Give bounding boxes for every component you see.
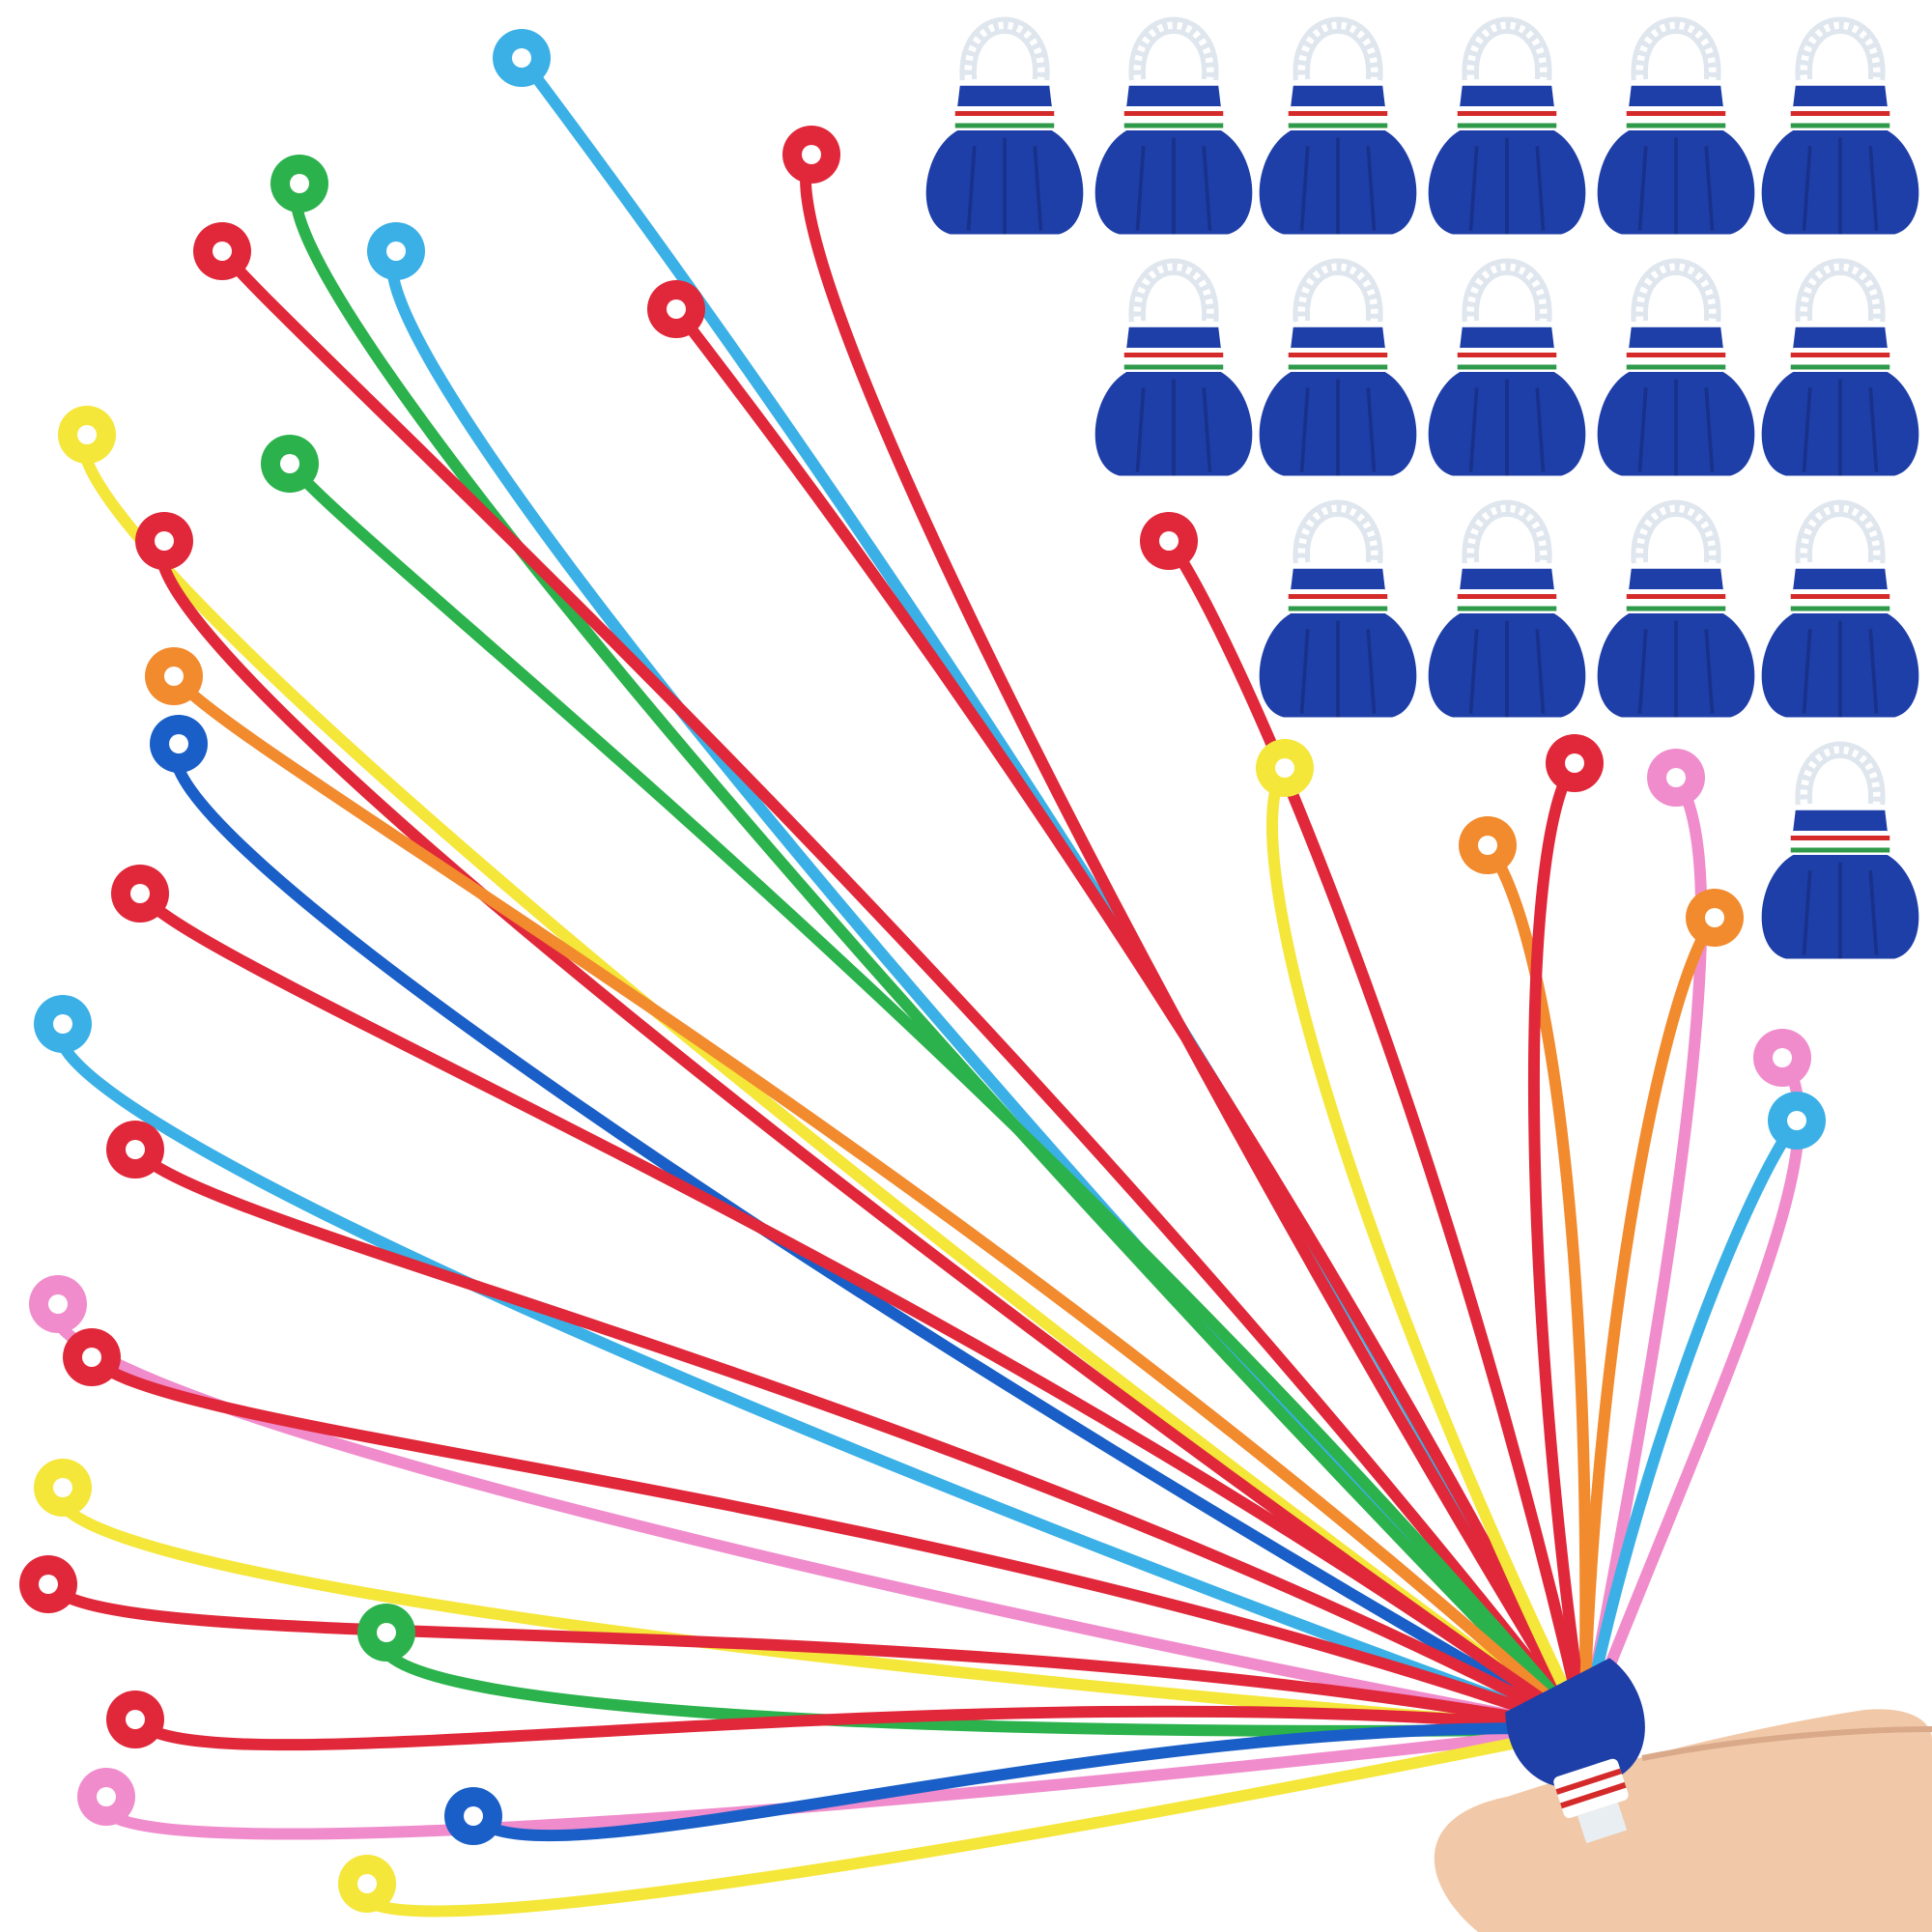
streamer-roll-core <box>48 1294 68 1314</box>
streamer-ribbon <box>97 1723 1590 1840</box>
streamer-popper <box>1260 267 1417 475</box>
streamer-ribbon <box>155 535 1590 1735</box>
streamer-popper <box>1429 508 1586 717</box>
hand-with-popper <box>1434 1658 1932 1932</box>
streamer-ribbon <box>134 888 1590 1735</box>
streamer-roll-core <box>130 884 150 903</box>
streamer-ribbon <box>670 303 1590 1735</box>
streamer-ribbon <box>284 458 1590 1735</box>
streamer-ribbon <box>49 1298 1590 1735</box>
streamer-popper <box>1598 508 1755 717</box>
streamer-ribbon <box>1578 912 1720 1735</box>
streamer-roll-core <box>126 1140 145 1159</box>
streamer-roll-core <box>357 1874 377 1893</box>
streamer-roll-core <box>39 1575 58 1594</box>
streamer-ribbon <box>1578 1115 1803 1735</box>
streamer-roll-core <box>213 242 232 261</box>
streamer-roll-core <box>386 242 406 261</box>
streamer-popper <box>926 25 1084 234</box>
streamer-roll-core <box>169 734 188 753</box>
streamer-ribbon <box>169 738 1590 1735</box>
streamer-ribbon <box>1527 757 1590 1735</box>
streamer-popper <box>1598 267 1755 475</box>
hand <box>1434 1709 1932 1932</box>
streamer-popper <box>1260 508 1417 717</box>
streamer-roll-core <box>512 48 531 68</box>
streamer-ribbon <box>54 1482 1590 1735</box>
streamer-popper <box>1095 267 1253 475</box>
streamer-roll-core <box>82 1348 101 1367</box>
streamers-group <box>19 29 1826 1918</box>
streamer-roll-core <box>53 1478 72 1497</box>
streamer-roll-core <box>1565 753 1584 773</box>
streamer-popper <box>1762 750 1919 958</box>
streamer-ribbon <box>168 670 1590 1735</box>
streamer-ribbon <box>77 429 1590 1735</box>
streamer-ribbon <box>216 245 1590 1735</box>
streamer-roll-core <box>667 299 686 319</box>
streamer-ribbon <box>1482 839 1592 1735</box>
streamer-roll-core <box>126 1710 145 1729</box>
streamer-roll-core <box>1705 908 1724 927</box>
streamer-ribbon <box>43 1578 1590 1735</box>
streamer-popper <box>1429 267 1586 475</box>
streamer-popper <box>1429 25 1586 234</box>
streamer-popper <box>1260 25 1417 234</box>
streamer-roll-core <box>155 531 174 551</box>
streamer-roll-core <box>1666 768 1686 787</box>
streamer-ribbon <box>800 149 1590 1735</box>
streamer-ribbon <box>377 1627 1590 1737</box>
held-popper <box>1505 1658 1645 1844</box>
streamer-ribbon <box>1163 535 1590 1735</box>
streamer-ribbon <box>129 1705 1590 1751</box>
streamer-roll-core <box>77 425 97 444</box>
streamer-roll-core <box>1773 1048 1792 1067</box>
streamer-popper <box>1598 25 1755 234</box>
streamer-roll-core <box>1787 1111 1806 1130</box>
streamer-roll-core <box>97 1787 116 1806</box>
streamer-popper <box>1762 267 1919 475</box>
streamer-roll-core <box>377 1623 396 1642</box>
streamer-popper <box>1762 508 1919 717</box>
streamer-roll-core <box>1275 758 1294 778</box>
streamer-ribbon <box>468 1722 1590 1842</box>
streamer-roll-core <box>53 1014 72 1034</box>
streamer-roll-core <box>1159 531 1179 551</box>
streamer-roll-core <box>464 1806 483 1826</box>
streamer-ribbon <box>290 178 1590 1735</box>
streamer-ribbon <box>129 1144 1590 1735</box>
streamer-popper <box>1762 25 1919 234</box>
streamer-roll-core <box>280 454 299 473</box>
streamer-ribbon <box>1265 762 1590 1735</box>
streamer-roll-core <box>1478 836 1497 855</box>
streamer-ribbon <box>1578 772 1708 1735</box>
streamer-roll-core <box>802 145 821 164</box>
streamer-ribbon <box>86 1351 1590 1735</box>
streamer-roll-core <box>290 174 309 193</box>
streamer-roll-core <box>164 667 184 686</box>
streamer-popper <box>1095 25 1253 234</box>
